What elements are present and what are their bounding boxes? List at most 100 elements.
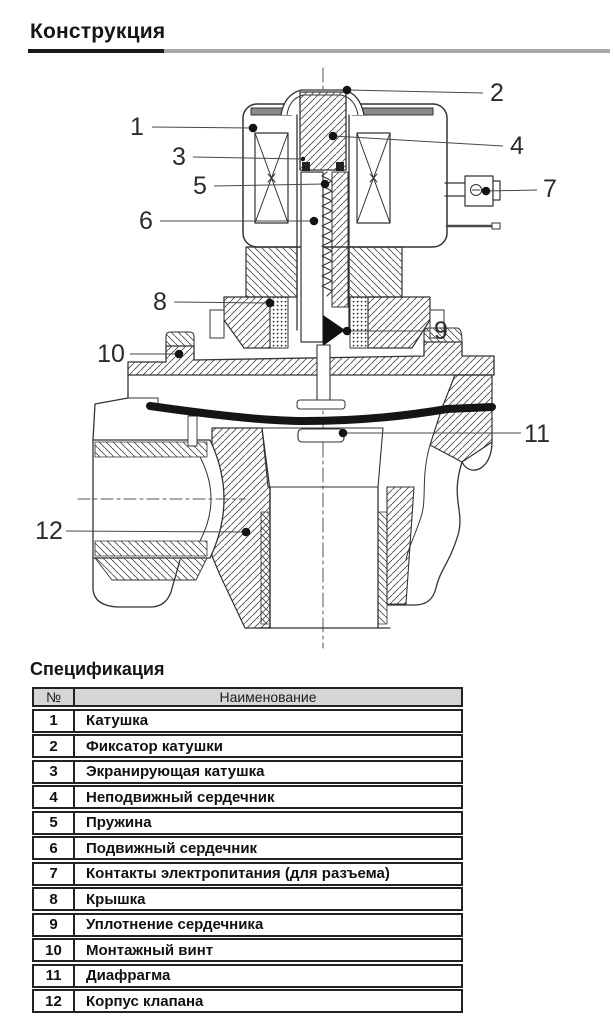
- spec-col-name-header: Наименование: [219, 689, 317, 705]
- winding-left: [254, 132, 289, 224]
- core-seal: [323, 315, 345, 346]
- spec-row-5: 5 Пружина: [32, 810, 463, 835]
- callout-dot-12: [241, 527, 251, 537]
- callout-dot-5: [320, 179, 330, 189]
- callout-label-11: 11: [524, 420, 550, 448]
- spec-row-name: Контакты электропитания (для разъема): [86, 865, 390, 882]
- callout-label-7: 7: [543, 175, 557, 203]
- callout-dot-9: [342, 326, 352, 336]
- callout-label-12: 12: [35, 517, 63, 545]
- spec-row-name: Подвижный сердечник: [86, 839, 258, 857]
- spec-row-name: Катушка: [86, 712, 149, 729]
- callout-dot-1: [248, 123, 258, 133]
- callout-line-1: [151, 126, 254, 129]
- callout-line-12: [65, 530, 247, 533]
- spec-col-num-header: №: [34, 689, 75, 705]
- spec-row-7: 7 Контакты электропитания (для разъема): [32, 861, 463, 886]
- movable-core: [300, 171, 324, 343]
- spec-row-11: 11 Диафрагма: [32, 963, 463, 988]
- spec-row-name: Экранирующая катушка: [86, 763, 265, 780]
- callout-dot-11: [338, 428, 348, 438]
- spec-row-name: Крышка: [86, 890, 146, 908]
- power-connector: [444, 175, 501, 230]
- callout-dot-4: [328, 131, 338, 141]
- spring: [321, 171, 333, 297]
- mounting-flange: [127, 327, 495, 376]
- spec-row-num: 1: [34, 710, 75, 731]
- packing-left: [269, 296, 289, 349]
- mounting-screw-left: [165, 331, 195, 347]
- spec-row-name: Корпус клапана: [86, 992, 204, 1010]
- drawing: [77, 67, 501, 649]
- core-plug: [331, 171, 349, 308]
- callout-label-8: 8: [153, 288, 167, 316]
- left-port: [77, 439, 246, 559]
- callout-label-2: 2: [490, 79, 504, 107]
- callout-label-6: 6: [139, 207, 153, 235]
- spec-row-name: Пружина: [86, 814, 152, 831]
- fixed-core: [299, 91, 347, 171]
- callout-line-2: [346, 89, 484, 94]
- callout-label-1: 1: [130, 113, 144, 141]
- center-port: [257, 486, 391, 629]
- valve-body: [77, 374, 493, 629]
- spec-row-name: Неподвижный сердечник: [86, 788, 275, 806]
- spec-table: № Наименование 1 Катушка 2 Фиксатор катушки…: [32, 687, 463, 1013]
- spec-row-name: Диафрагма: [86, 967, 171, 984]
- spec-table-header: № Наименование: [32, 687, 463, 707]
- spec-row-num: 5: [34, 812, 75, 833]
- callout-dot-8: [265, 298, 275, 308]
- spec-row-name: Фиксатор катушки: [86, 737, 223, 755]
- spec-row-6: 6 Подвижный сердечник: [32, 836, 463, 860]
- spec-row-num: 3: [34, 761, 75, 782]
- diaphragm: [146, 399, 496, 443]
- spec-row-9: 9 Уплотнение сердечника: [32, 912, 463, 937]
- callout-dot-7: [481, 186, 491, 196]
- callout-line-3: [192, 156, 304, 160]
- callout-line-5: [213, 183, 326, 187]
- spec-row-num: 8: [34, 889, 75, 909]
- callout-line-4: [332, 135, 504, 147]
- callout-dot-2: [342, 85, 352, 95]
- shading-coil-right: [336, 162, 344, 171]
- spec-row-2: 2 Фиксатор катушки: [32, 734, 463, 758]
- spec-table-body: 1 Катушка 2 Фиксатор катушки 3 Экранирующая к…: [32, 708, 463, 1013]
- spec-row-num: 9: [34, 914, 75, 935]
- spec-row-10: 10 Монтажный винт: [32, 938, 463, 962]
- spec-row-3: 3 Экранирующая катушка: [32, 759, 463, 784]
- callout-line-7: [485, 189, 538, 192]
- spec-row-num: 12: [34, 991, 75, 1011]
- callout-label-4: 4: [510, 132, 524, 160]
- cover: [209, 246, 445, 349]
- spec-row-name: Уплотнение сердечника: [86, 916, 264, 933]
- spec-row-num: 6: [34, 838, 75, 858]
- callout-line-8: [173, 301, 271, 304]
- callout-label-10: 10: [97, 340, 125, 368]
- spec-row-num: 4: [34, 787, 75, 807]
- winding-right: [356, 132, 391, 224]
- callout-label-5: 5: [193, 172, 207, 200]
- spec-row-name: Монтажный винт: [86, 941, 214, 959]
- callout-dot-10: [174, 349, 184, 359]
- title-rule: [28, 49, 610, 53]
- spec-row-1: 1 Катушка: [32, 708, 463, 733]
- page-title: Конструкция: [30, 20, 166, 43]
- spec-row-num: 10: [34, 940, 75, 960]
- shading-coil-left: [302, 162, 310, 171]
- spec-row-4: 4 Неподвижный сердечник: [32, 785, 463, 809]
- spec-row-num: 7: [34, 863, 75, 884]
- core-stem: [316, 344, 331, 402]
- spec-title: Спецификация: [30, 659, 165, 679]
- spec-row-num: 11: [34, 965, 75, 986]
- body-slot: [187, 415, 198, 447]
- packing-right: [349, 296, 369, 349]
- spec-row-num: 2: [34, 736, 75, 756]
- callout-dot-6: [309, 216, 319, 226]
- callout-label-9: 9: [434, 317, 448, 345]
- callout-dot-3: [300, 156, 306, 162]
- spec-row-8: 8 Крышка: [32, 887, 463, 911]
- title-rule-dark: [28, 49, 164, 53]
- spec-row-12: 12 Корпус клапана: [32, 989, 463, 1013]
